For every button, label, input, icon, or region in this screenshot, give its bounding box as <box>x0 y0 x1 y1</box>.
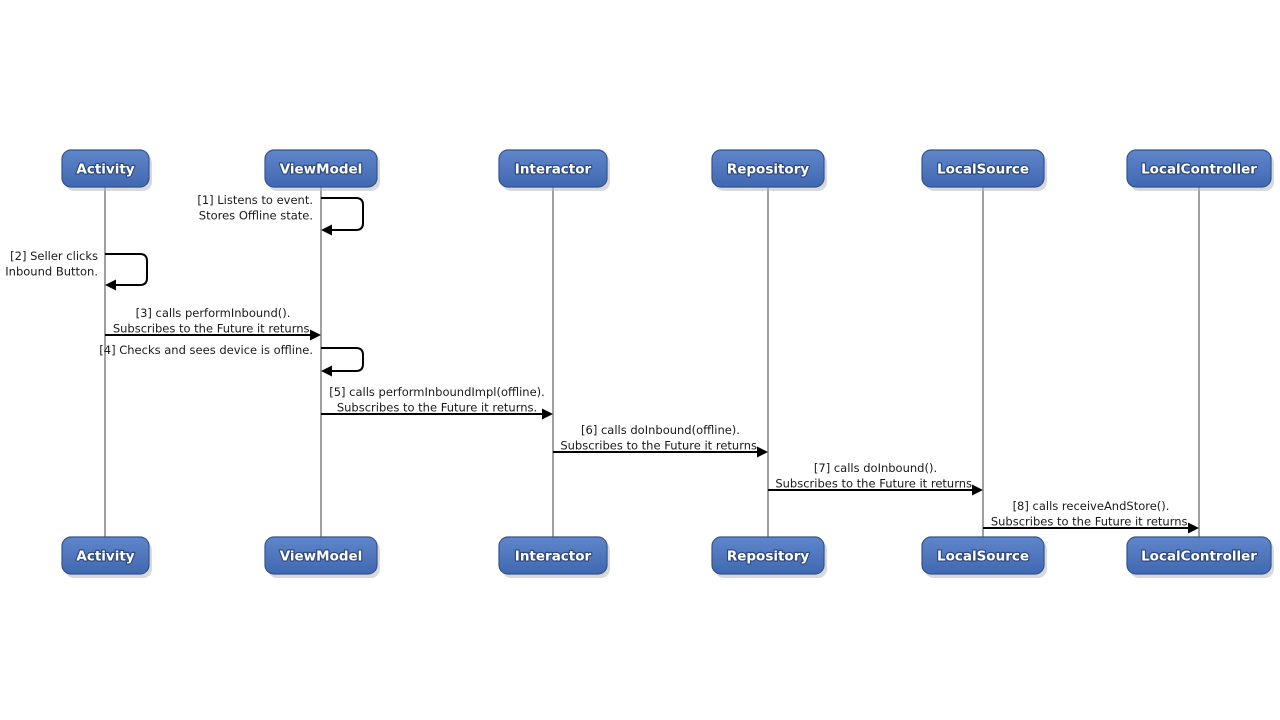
participant-label: ViewModel <box>280 549 363 565</box>
message-1-self-loop <box>321 197 364 231</box>
message-5-label-line-1: [5] calls performInboundImpl(offline). <box>329 385 545 399</box>
participant-box <box>61 536 150 575</box>
participant-box <box>711 536 825 575</box>
message-3-label-line-1: [3] calls performInbound(). <box>136 306 291 320</box>
participants-layer: ActivityActivityViewModelViewModelIntera… <box>61 149 1274 578</box>
message-4-self-loop <box>321 347 364 372</box>
participant-localsource-top[interactable]: LocalSource <box>921 149 1047 191</box>
message-6-label-line-2: Subscribes to the Future it returns. <box>560 439 760 453</box>
message-1-label-line-2: Stores Offline state. <box>199 209 313 223</box>
message-4-label-line-1: [4] Checks and sees device is offline. <box>99 343 313 357</box>
lifelines-layer <box>104 187 1200 537</box>
participant-box <box>921 149 1045 188</box>
participant-box <box>1126 149 1272 188</box>
message-7-label-line-2: Subscribes to the Future it returns. <box>775 477 975 491</box>
participant-repository-bottom[interactable]: Repository <box>711 536 827 578</box>
message-2-label-line-2: Inbound Button. <box>5 265 98 279</box>
message-8-label-line-1: [8] calls receiveAndStore(). <box>1013 499 1170 513</box>
participant-label: LocalSource <box>937 162 1029 178</box>
participant-box <box>498 149 608 188</box>
participant-label: ViewModel <box>280 162 363 178</box>
message-2-label-line-1: [2] Seller clicks <box>10 249 98 263</box>
message-1[interactable]: [1] Listens to event. Stores Offline stat… <box>197 193 364 236</box>
messages-layer: [1] Listens to event. Stores Offline stat… <box>5 193 1199 534</box>
message-1-label-line-1: [1] Listens to event. <box>197 193 313 207</box>
participant-viewmodel-bottom[interactable]: ViewModel <box>264 536 380 578</box>
message-6[interactable]: [6] calls doInbound(offline). Subscribes … <box>553 423 768 458</box>
participant-box <box>264 536 378 575</box>
message-5[interactable]: [5] calls performInboundImpl(offline). Su… <box>321 385 553 420</box>
message-8[interactable]: [8] calls receiveAndStore(). Subscribes t… <box>983 499 1199 534</box>
participant-box <box>264 149 378 188</box>
message-3[interactable]: [3] calls performInbound(). Subscribes to… <box>105 306 321 341</box>
participant-label: Interactor <box>515 549 592 565</box>
participant-activity-top[interactable]: Activity <box>61 149 152 191</box>
participant-localcontroller-bottom[interactable]: LocalController <box>1126 536 1274 578</box>
participant-localcontroller-top[interactable]: LocalController <box>1126 149 1274 191</box>
participant-box <box>921 536 1045 575</box>
message-2-self-loop <box>105 253 148 286</box>
participant-localsource-bottom[interactable]: LocalSource <box>921 536 1047 578</box>
participant-label: Activity <box>76 162 134 178</box>
participant-interactor-bottom[interactable]: Interactor <box>498 536 610 578</box>
message-8-arrow-head <box>1188 522 1199 534</box>
message-5-label-line-2: Subscribes to the Future it returns. <box>337 401 537 415</box>
participant-box <box>498 536 608 575</box>
participant-repository-top[interactable]: Repository <box>711 149 827 191</box>
message-6-arrow-head <box>757 446 768 458</box>
participant-viewmodel-top[interactable]: ViewModel <box>264 149 380 191</box>
message-3-label-line-2: Subscribes to the Future it returns. <box>113 322 313 336</box>
message-4[interactable]: [4] Checks and sees device is offline. <box>99 343 364 377</box>
message-7-arrow-head <box>972 484 983 496</box>
message-8-label-line-2: Subscribes to the Future it returns. <box>991 515 1191 529</box>
participant-label: Interactor <box>515 162 592 178</box>
participant-activity-bottom[interactable]: Activity <box>61 536 152 578</box>
message-6-label-line-1: [6] calls doInbound(offline). <box>581 423 740 437</box>
participant-interactor-top[interactable]: Interactor <box>498 149 610 191</box>
participant-label: LocalController <box>1141 162 1257 178</box>
participant-label: Activity <box>76 549 134 565</box>
participant-label: LocalController <box>1141 549 1257 565</box>
participant-box <box>711 149 825 188</box>
message-4-arrow-head <box>321 365 332 377</box>
participant-box <box>61 149 150 188</box>
message-5-arrow-head <box>542 408 553 420</box>
message-2-arrow-head <box>105 279 116 291</box>
message-3-arrow-head <box>310 329 321 341</box>
participant-label: Repository <box>727 162 810 178</box>
message-7-label-line-1: [7] calls doInbound(). <box>814 461 937 475</box>
message-7[interactable]: [7] calls doInbound(). Subscribes to the … <box>768 461 983 496</box>
message-1-arrow-head <box>321 224 332 236</box>
participant-box <box>1126 536 1272 575</box>
participant-label: Repository <box>727 549 810 565</box>
participant-label: LocalSource <box>937 549 1029 565</box>
